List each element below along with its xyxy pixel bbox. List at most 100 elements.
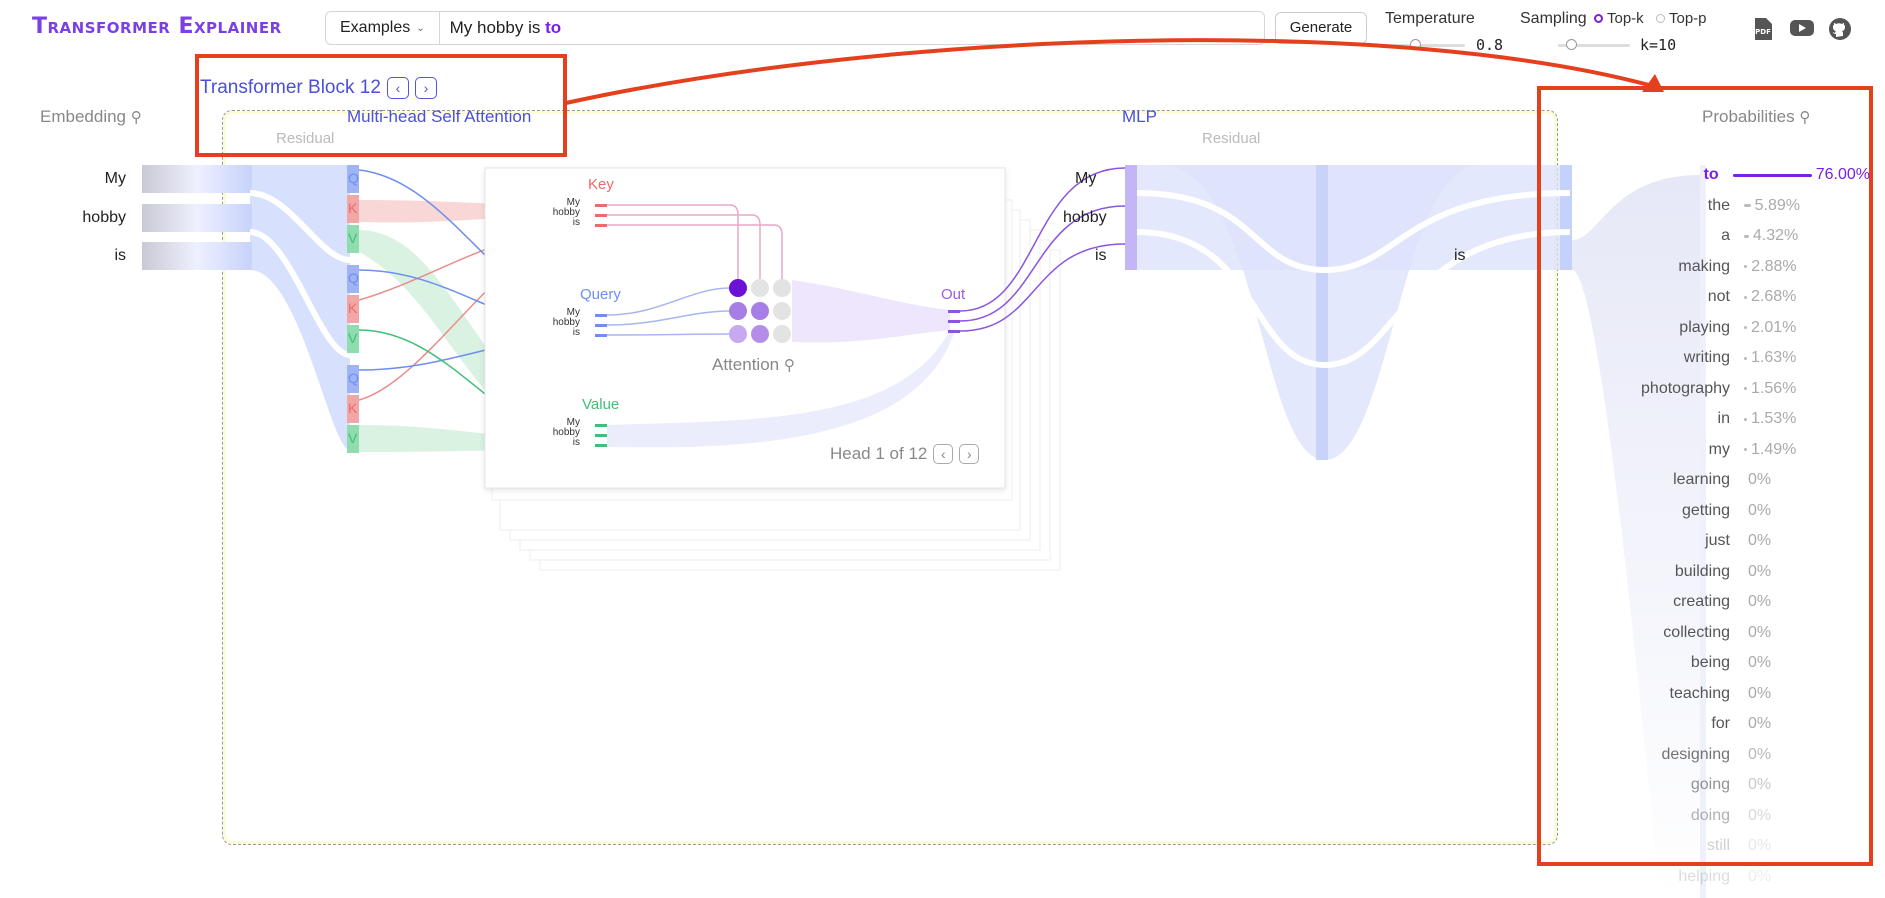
q-label: Q (348, 170, 359, 186)
head-label: Head 1 of 12 (830, 444, 928, 463)
probability-bar (1744, 448, 1747, 451)
chevron-left-icon[interactable]: ‹ (386, 77, 409, 99)
residual-band (250, 165, 350, 450)
probability-row[interactable]: getting 0% (1590, 499, 1870, 523)
query-label: Query (580, 286, 621, 303)
attention-matrix-label[interactable]: Attention ⚲ (712, 355, 795, 374)
last-token: is (1454, 247, 1466, 264)
topk-label: Top-k (1607, 10, 1644, 27)
probability-word: going (1690, 776, 1730, 793)
zoom-in-icon[interactable]: ⚲ (130, 109, 142, 126)
examples-dropdown[interactable]: Examples ⌄ (326, 12, 440, 44)
topp-radio[interactable]: Top-p (1656, 10, 1707, 27)
temperature-label: Temperature (1385, 10, 1475, 27)
pdf-icon[interactable]: PDF (1752, 17, 1774, 46)
probability-bar (1744, 356, 1747, 360)
qkv-column (347, 165, 359, 453)
probability-row[interactable]: the 5.89% (1590, 194, 1870, 218)
k-slider[interactable] (1558, 44, 1630, 47)
probability-word: collecting (1663, 623, 1730, 641)
github-icon[interactable] (1828, 17, 1852, 46)
probability-bar (1744, 265, 1748, 268)
probability-value: 0% (1748, 501, 1772, 519)
sampling-label: Sampling (1520, 10, 1587, 27)
zoom-in-icon[interactable]: ⚲ (1799, 109, 1811, 126)
predicted-token: to (545, 18, 562, 37)
block-title: Transformer Block 12 (200, 77, 381, 98)
out-label: Out (941, 286, 966, 303)
key-label: Key (588, 176, 614, 193)
probability-word: getting (1681, 501, 1730, 519)
youtube-icon[interactable] (1789, 18, 1815, 43)
probability-word: playing (1679, 318, 1730, 336)
probability-value: 0% (1748, 562, 1772, 580)
probability-value: 0% (1748, 745, 1772, 763)
probability-word: creating (1673, 593, 1730, 610)
q-label: Q (348, 270, 359, 286)
probability-row[interactable]: creating 0% (1590, 590, 1870, 614)
k-label: K (348, 400, 358, 416)
prompt-input[interactable]: My hobby is to (440, 18, 561, 38)
mlp-section-label: MLP (1122, 107, 1157, 126)
chevron-left-icon[interactable]: ‹ (933, 444, 954, 464)
probability-value: 0% (1748, 806, 1772, 824)
chevron-right-icon[interactable]: › (414, 77, 437, 99)
examples-label: Examples (340, 19, 411, 36)
probability-value: 1.49% (1751, 440, 1797, 458)
probability-value: 2.01% (1751, 318, 1797, 336)
probability-bar (1744, 204, 1751, 207)
probability-bar (1744, 417, 1747, 421)
attention-section-label: Multi-head Self Attention (347, 107, 532, 126)
topk-radio[interactable]: Top-k (1594, 10, 1644, 27)
probability-row[interactable]: playing 2.01% (1590, 316, 1870, 340)
probability-value: 0% (1748, 593, 1772, 610)
embedding-label[interactable]: Embedding ⚲ (40, 107, 142, 126)
chevron-right-icon[interactable]: › (959, 444, 980, 464)
v-label: V (348, 430, 358, 446)
probability-word: a (1721, 227, 1730, 244)
probability-word: the (1707, 196, 1730, 214)
residual-label-left: Residual (276, 130, 335, 147)
probability-word: teaching (1669, 684, 1731, 702)
probability-word: being (1690, 654, 1730, 671)
radio-unselected-icon (1656, 14, 1665, 23)
probability-value: 0% (1748, 532, 1772, 549)
k-slider-knob[interactable] (1566, 39, 1577, 50)
probabilities-label[interactable]: Probabilities ⚲ (1702, 107, 1811, 126)
probability-value: 76.00% (1815, 166, 1870, 183)
probability-word: in (1717, 410, 1730, 427)
transformer-block-container (222, 110, 1558, 845)
probability-word: for (1711, 715, 1730, 732)
probability-value: 5.89% (1754, 196, 1801, 214)
annotation-box-block (195, 54, 567, 157)
app-logo[interactable]: Transformer Explainer (32, 14, 282, 39)
embedding-vectors (142, 165, 252, 270)
temperature-slider[interactable] (1385, 44, 1465, 47)
probability-word: making (1678, 257, 1730, 275)
head-navigator: Head 1 of 12 ‹ › (830, 444, 980, 464)
zoom-in-icon[interactable]: ⚲ (783, 357, 795, 374)
